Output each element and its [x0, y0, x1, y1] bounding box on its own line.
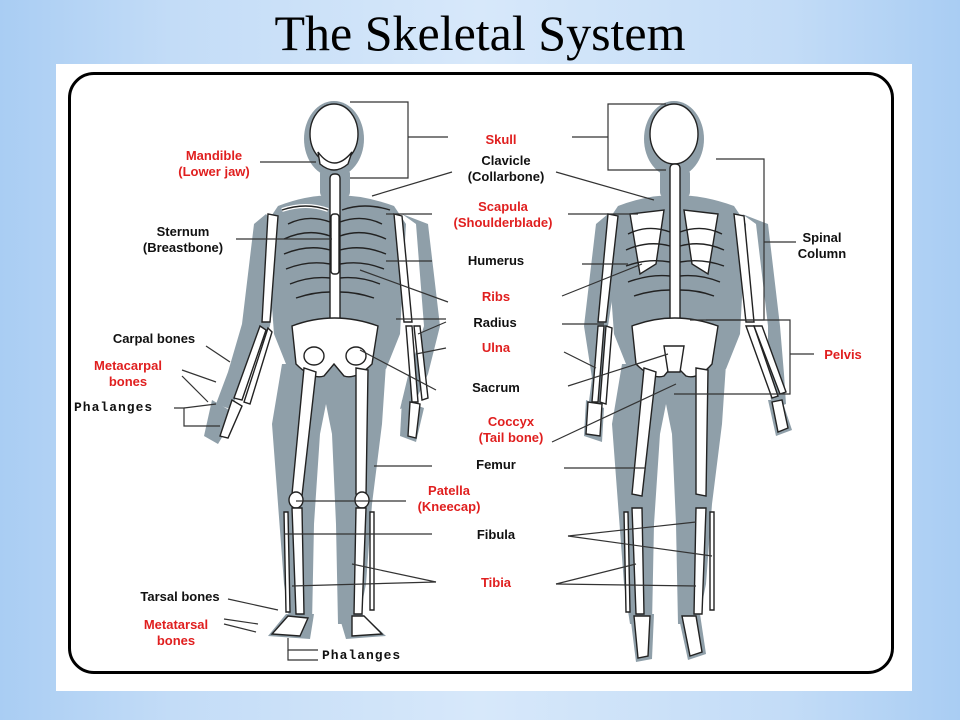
- label-clavicle: Clavicle (Collarbone): [467, 153, 545, 184]
- label-pelvis: Pelvis: [824, 347, 862, 362]
- label-ulna: Ulna: [481, 340, 511, 355]
- label-coccyx: Coccyx (Tail bone): [478, 414, 544, 445]
- slide-title: The Skeletal System: [274, 5, 686, 61]
- label-tibia: Tibia: [480, 575, 512, 590]
- front-bones: [219, 103, 429, 637]
- back-bones: [585, 103, 789, 659]
- diagram-frame: [68, 72, 894, 674]
- label-metatarsal-bones: Metatarsal bones: [143, 617, 209, 648]
- label-phalanges-hand: Phalanges: [74, 400, 154, 415]
- back-figure: [584, 101, 792, 662]
- label-humerus: Humerus: [467, 253, 525, 268]
- label-mandible: Mandible (Lower jaw): [178, 148, 250, 179]
- label-sternum: Sternum (Breastbone): [142, 224, 224, 255]
- label-metacarpal-bones: Metacarpal bones: [94, 358, 162, 389]
- skeleton-illustration: [174, 101, 814, 662]
- label-sacrum: Sacrum: [472, 380, 520, 395]
- label-skull: Skull: [485, 132, 517, 147]
- label-scapula: Scapula (Shoulderblade): [453, 199, 553, 230]
- leader-lines: [174, 101, 814, 661]
- label-phalanges-foot: Phalanges: [322, 648, 402, 663]
- label-tarsal-bones: Tarsal bones: [140, 589, 220, 604]
- label-ribs: Ribs: [481, 289, 511, 304]
- label-femur: Femur: [476, 457, 516, 472]
- label-radius: Radius: [473, 315, 517, 330]
- diagram-panel: Mandible (Lower jaw) Sternum (Breastbone…: [56, 64, 912, 691]
- label-carpal-bones: Carpal bones: [112, 331, 196, 346]
- label-spinal-column: Spinal Column: [797, 230, 847, 261]
- label-fibula: Fibula: [476, 527, 516, 542]
- label-patella: Patella (Kneecap): [417, 483, 481, 514]
